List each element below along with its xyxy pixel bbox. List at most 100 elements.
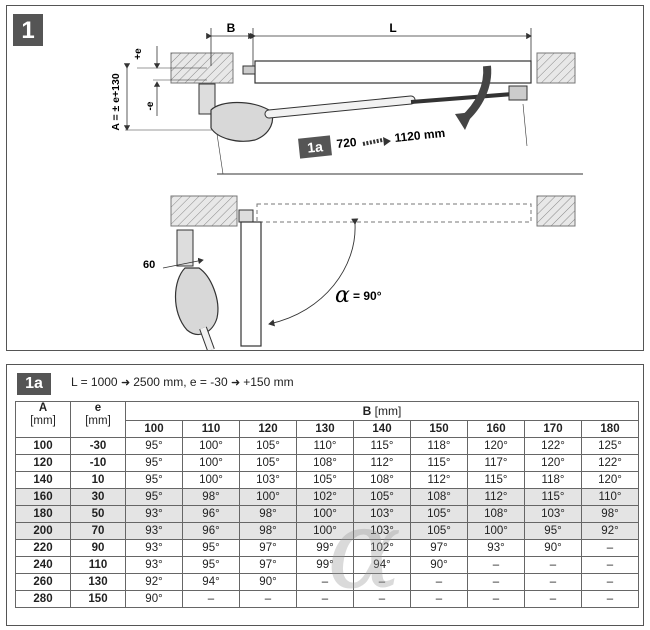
angle-cell: 125° [581,437,639,455]
angle-cell: 97° [239,539,297,557]
angle-cell: – [581,590,639,608]
actuator-rod [410,92,514,104]
motor-body-bottom [175,267,219,335]
angle-cell: 99° [296,556,354,574]
b-name: B [362,404,372,418]
angle-cell: 92° [581,522,639,540]
angle-cell: 96° [182,505,240,523]
wall-bracket-bottom [176,229,194,267]
b-col-header: 100 [125,420,183,438]
angle-cell: 108° [467,505,525,523]
angle-cell: – [467,556,525,574]
angle-cell: 117° [467,454,525,472]
angle-cell: 103° [353,505,411,523]
range-from-label: 720 [336,135,358,151]
b-col-header: 140 [353,420,411,438]
angle-cell: – [410,590,468,608]
b-group-header: B [mm] [125,401,639,421]
angle-cell: 105° [410,505,468,523]
angle-cell: 97° [239,556,297,574]
angle-cell: – [353,573,411,591]
row-a-value: 280 [15,590,71,608]
angle-cell: 120° [581,471,639,489]
angle-cell: – [524,590,582,608]
col-e-name: e [94,402,102,414]
row-a-value: 240 [15,556,71,574]
gate-leaf-ghost [256,203,532,223]
angle-cell: 98° [182,488,240,506]
angle-cell: 90° [239,573,297,591]
installation-diagram: 1 B L +e -e A = ± e+130 [6,5,644,351]
angle-cell: – [296,573,354,591]
row-a-value: 260 [15,573,71,591]
angle-cell: 100° [239,488,297,506]
angle-cell: 94° [353,556,411,574]
plus-e-label: +e [133,48,144,60]
angle-cell: 90° [125,590,183,608]
actuator-tube [265,96,415,118]
angle-cell: 100° [296,522,354,540]
row-e-value: 50 [70,505,126,523]
angle-cell: – [353,590,411,608]
angle-cell: 100° [296,505,354,523]
b-col-header: 170 [524,420,582,438]
row-e-value: 150 [70,590,126,608]
angle-cell: 115° [467,471,525,489]
arrow-icon: ➜ [230,377,244,389]
angle-cell: 122° [524,437,582,455]
angle-table: A [mm] e [mm] B [mm] 100 110 120 130 140… [15,401,639,608]
angle-cell: 90° [410,556,468,574]
angle-cell: 105° [296,471,354,489]
angle-cell: – [182,590,240,608]
angle-cell: – [581,573,639,591]
angle-arc [268,218,359,327]
angle-cell: – [410,573,468,591]
angle-cell: 108° [296,454,354,472]
angle-cell: 108° [410,488,468,506]
col-a-name: A [38,402,48,414]
row-e-value: -30 [70,437,126,455]
gate-bracket [508,85,528,101]
angle-cell: 118° [524,471,582,489]
angle-cell: 93° [125,539,183,557]
dimension-b-label: B [227,21,236,35]
row-e-value: 130 [70,573,126,591]
row-e-value: 90 [70,539,126,557]
angle-cell: 95° [125,488,183,506]
b-col-header: 160 [467,420,525,438]
spec-l: L = 1000 [71,375,118,389]
angle-cell: 93° [467,539,525,557]
row-a-value: 200 [15,522,71,540]
angle-cell: – [296,590,354,608]
angle-cell: 95° [125,437,183,455]
angle-cell: 93° [125,522,183,540]
angle-cell: 92° [125,573,183,591]
col-e-header: e [mm] [70,401,126,438]
angle-cell: 110° [581,488,639,506]
angle-cell: 122° [581,454,639,472]
table-badge: 1a [17,373,51,395]
right-wall-top [536,52,576,84]
b-col-header: 150 [410,420,468,438]
angle-table-panel: 1a L = 1000 ➜ 2500 mm, e = -30 ➜ +150 mm… [6,364,644,626]
angle-cell: 103° [239,471,297,489]
b-col-header: 110 [182,420,240,438]
angle-cell: 98° [239,522,297,540]
alpha-value: = 90° [353,289,382,303]
b-unit: [mm] [374,404,402,418]
angle-cell: 110° [296,437,354,455]
angle-cell: – [524,573,582,591]
angle-cell: 115° [524,488,582,506]
angle-cell: 112° [467,488,525,506]
angle-cell: – [581,539,639,557]
angle-cell: – [467,573,525,591]
angle-cell: 90° [524,539,582,557]
row-a-value: 120 [15,454,71,472]
angle-cell: 115° [410,454,468,472]
